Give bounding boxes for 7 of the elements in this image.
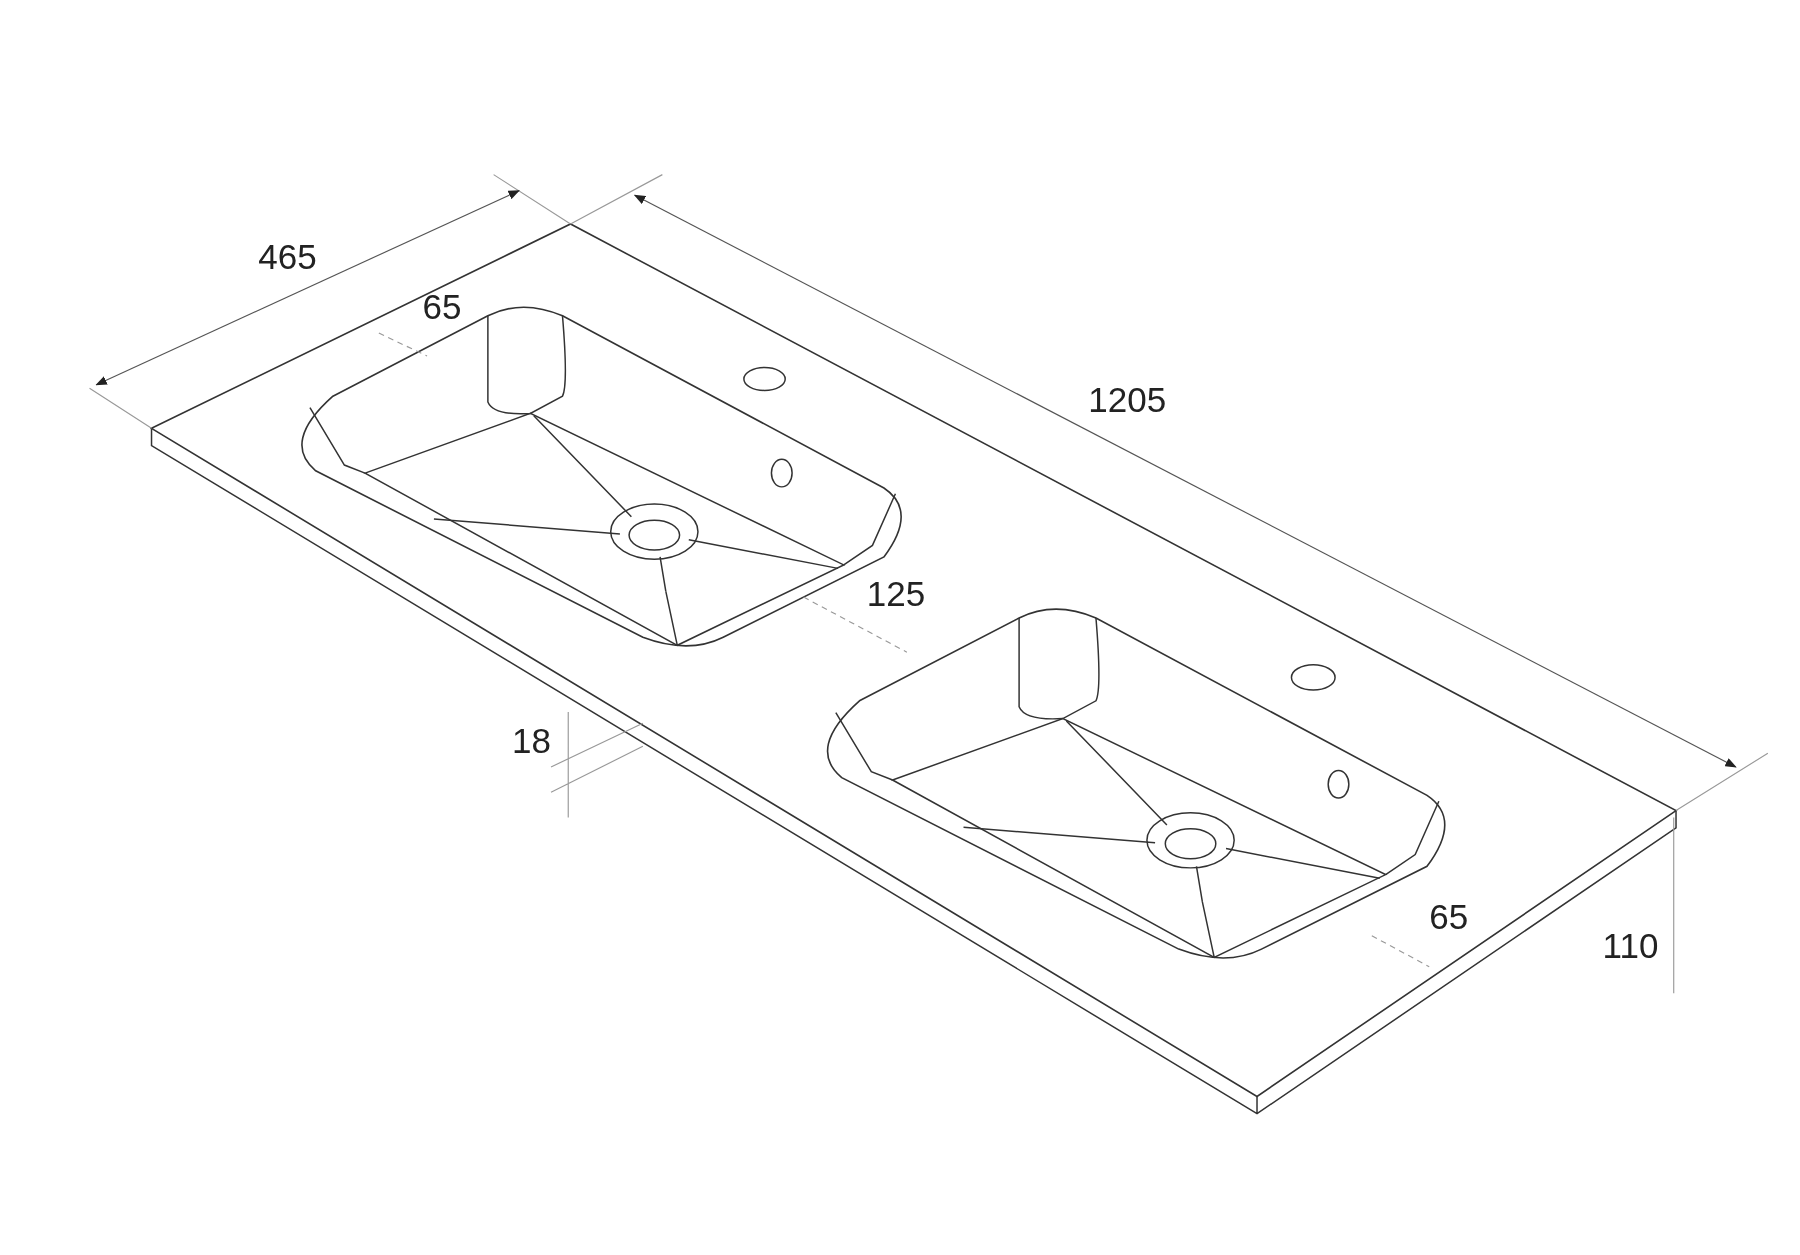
dimension-label: 110 [1602, 927, 1659, 963]
dimension-label: 65 [422, 289, 462, 325]
dimension-label: 18 [512, 723, 551, 759]
dimension-label: 1205 [1088, 382, 1167, 418]
dimension-label: 465 [258, 238, 317, 274]
dimension-label: 125 [866, 576, 926, 612]
dimension-label: 65 [1429, 898, 1469, 934]
